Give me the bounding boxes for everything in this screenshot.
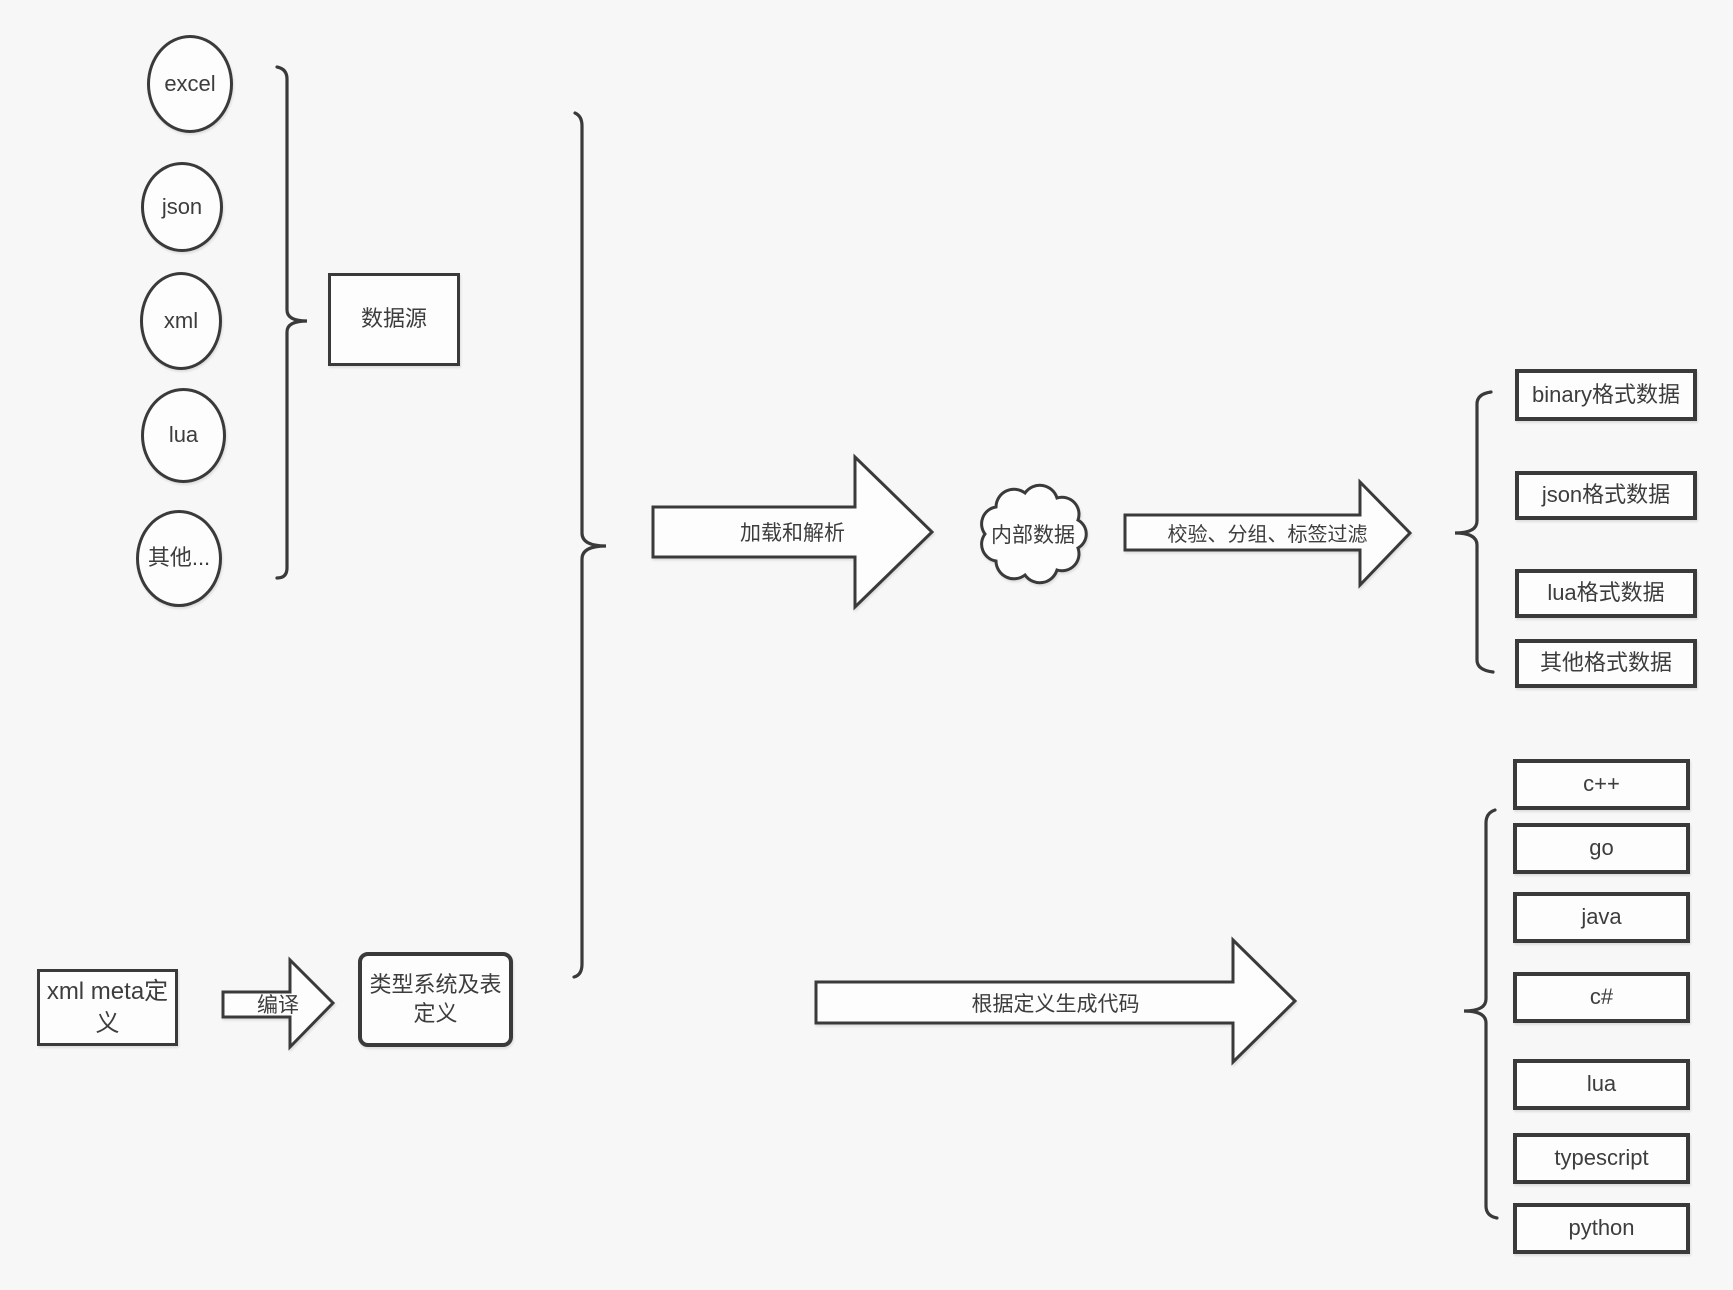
language-box-go-label: go (1589, 835, 1614, 861)
source-node-json-label: json (161, 193, 203, 219)
brace-formats (1454, 390, 1495, 674)
brace-languages (1463, 808, 1499, 1220)
language-box-lua: lua (1513, 1059, 1690, 1110)
language-box-go: go (1513, 823, 1690, 874)
language-box-cpp: c++ (1513, 759, 1690, 810)
format-box-binary-label: binary格式数据 (1532, 381, 1680, 407)
brace-sources (275, 65, 308, 580)
source-node-xml-label: xml (163, 307, 199, 333)
format-box-lua-label: lua格式数据 (1547, 580, 1665, 606)
arrow-generate-code-shape (814, 936, 1298, 1066)
type-system-box-label: 类型系统及表定义 (369, 971, 502, 1026)
data-source-box: 数据源 (328, 273, 460, 366)
format-box-json-label: json格式数据 (1541, 482, 1671, 508)
meta-definition-box: xml meta定义 (37, 969, 178, 1046)
language-box-lua-label: lua (1586, 1071, 1617, 1097)
format-box-json: json格式数据 (1515, 471, 1697, 520)
language-box-typescript-label: typescript (1554, 1145, 1649, 1171)
meta-definition-box-label: xml meta定义 (46, 978, 169, 1037)
format-box-other-label: 其他格式数据 (1539, 650, 1672, 676)
source-node-excel: excel (147, 35, 233, 133)
language-box-csharp: c# (1513, 972, 1690, 1023)
format-box-lua: lua格式数据 (1515, 569, 1697, 618)
language-box-typescript: typescript (1513, 1133, 1690, 1184)
source-node-other-label: 其他... (147, 545, 211, 571)
arrow-load-parse-shape (651, 453, 935, 611)
type-system-box: 类型系统及表定义 (358, 952, 513, 1047)
source-node-json: json (141, 162, 223, 252)
format-box-binary: binary格式数据 (1515, 369, 1697, 421)
source-node-other: 其他... (136, 510, 222, 607)
language-box-csharp-label: c# (1589, 984, 1614, 1010)
source-node-excel-label: excel (164, 70, 216, 96)
language-box-python: python (1513, 1203, 1690, 1254)
data-source-box-label: 数据源 (360, 306, 427, 332)
format-box-other: 其他格式数据 (1515, 639, 1697, 688)
language-box-java-label: java (1581, 904, 1622, 930)
source-node-xml: xml (140, 272, 222, 370)
brace-main-group (572, 111, 607, 979)
language-box-java: java (1513, 892, 1690, 943)
language-box-python-label: python (1568, 1215, 1635, 1241)
arrow-filter-shape (1123, 478, 1413, 589)
source-node-lua: lua (141, 388, 226, 483)
cloud-shape (980, 483, 1088, 585)
language-box-cpp-label: c++ (1583, 771, 1620, 797)
arrow-compile-shape (221, 956, 336, 1051)
source-node-lua-label: lua (168, 422, 199, 448)
